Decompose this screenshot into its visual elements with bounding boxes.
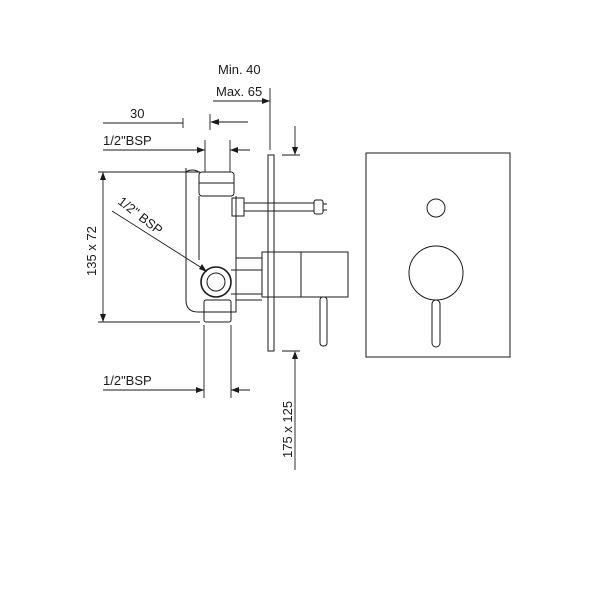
rod-cap [313,199,324,215]
bottom-bsp-label: 1/2"BSP [103,373,152,388]
bottom-bsp-arrow-left [196,387,204,393]
bottom-bsp-dimension: 1/2"BSP [103,325,250,398]
diagonal-arrow [199,264,207,272]
handle-front-circle [408,245,464,301]
handle-side [261,251,349,347]
top-bsp-label: 1/2"BSP [103,133,152,148]
min-arrow [210,119,219,125]
handle-lever [319,296,328,347]
body-outline [185,168,237,313]
rod-nut [231,197,245,217]
handle-front-lever [431,299,441,348]
plate-dim-label: 175 x 125 [280,401,295,458]
diverter-knob [426,198,446,218]
valve-body [185,168,262,323]
front-plate [365,152,511,358]
top-bsp-dimension: 1/2"BSP [103,133,250,172]
front-view [365,152,511,358]
diagonal-bsp-label: 1/2" BSP [115,194,165,238]
side-outlet-inner [206,272,226,292]
top-inlet-collar [198,171,235,197]
side-outlet-outer [200,266,232,298]
bottom-outlet [203,299,232,323]
diverter-rod [231,197,327,217]
max-arrow [262,98,270,104]
diagonal-leader [111,210,206,271]
plate-dim-arrow-top [292,147,298,155]
bottom-bsp-arrow-right [231,387,239,393]
width-30-dimension: 30 [103,106,184,128]
box-dim-arrow-bottom [100,314,106,322]
handle-body [261,251,349,298]
diagonal-bsp-dimension: 1/2" BSP [111,194,207,272]
depth-dimension: Min. 40 Max. 65 [209,62,271,150]
box-dim-label: 135 x 72 [84,226,99,276]
max-depth-label: Max. 65 [216,84,262,99]
plate-edge [267,154,275,352]
width-30-label: 30 [130,106,144,121]
top-bsp-arrow-right [230,147,238,153]
min-depth-label: Min. 40 [218,62,261,77]
body-top-curve [185,169,200,173]
top-bsp-arrow-left [197,147,205,153]
box-height-dimension: 135 x 72 [84,171,200,323]
plate-dimension: 175 x 125 [280,126,300,470]
box-dim-arrow-top [100,172,106,180]
wall-plate-side [267,154,275,352]
plate-dim-arrow-bottom [292,351,298,359]
